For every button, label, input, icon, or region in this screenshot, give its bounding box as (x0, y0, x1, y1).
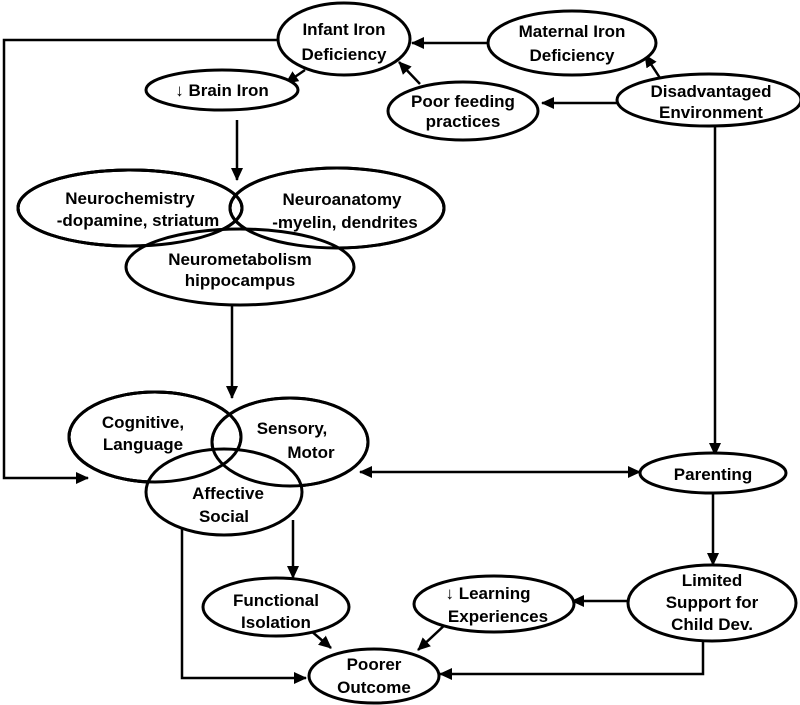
node-infant-iron-deficiency: Infant Iron Deficiency (276, 1, 412, 77)
functional-line-1: Functional (233, 591, 319, 610)
node-maternal-iron-deficiency: Maternal Iron Deficiency (486, 9, 658, 77)
maternal-iron-line-2: Deficiency (529, 46, 615, 65)
sensory-line-2: Motor (287, 443, 335, 462)
behavior-overlap-outlines (67, 390, 370, 488)
cognitive-line-2: Language (103, 435, 183, 454)
edges (2, 37, 721, 684)
poor-feeding-line-2: practices (426, 112, 501, 131)
affective-line-2: Social (199, 507, 249, 526)
infant-iron-line-2: Deficiency (301, 45, 387, 64)
neurometabolism-line-1: Neurometabolism (168, 250, 312, 269)
neuro-overlap-outlines (16, 166, 446, 250)
edge-feeding-to-infant (398, 61, 421, 85)
functional-line-2: Isolation (241, 613, 311, 632)
disadvantaged-line-2: Environment (659, 103, 763, 122)
cognitive-line-1: Cognitive, (102, 413, 184, 432)
affective-line-1: Affective (192, 484, 264, 503)
sensory-line-1: Sensory, (257, 419, 328, 438)
maternal-iron-line-1: Maternal Iron (519, 22, 626, 41)
node-learning-experiences: ↓ Learning Experiences (412, 574, 576, 634)
poor-feeding-line-1: Poor feeding (411, 92, 515, 111)
node-limited-support: Limited Support for Child Dev. (626, 563, 798, 643)
node-brain-iron: ↓ Brain Iron (144, 68, 300, 112)
node-poorer-outcome: Poorer Outcome (307, 647, 441, 705)
neuroanatomy-line-2: -myelin, dendrites (272, 213, 417, 232)
disadvantaged-line-1: Disadvantaged (651, 82, 772, 101)
neurometabolism-line-2: hippocampus (185, 271, 296, 290)
node-functional-isolation: Functional Isolation (201, 576, 351, 638)
node-disadvantaged-environment: Disadvantaged Environment (615, 72, 800, 128)
parenting-label: Parenting (674, 465, 752, 484)
poorer-line-1: Poorer (347, 655, 402, 674)
edge-support-to-outcome (439, 640, 705, 680)
limited-support-line-3: Child Dev. (671, 615, 753, 634)
limited-support-line-2: Support for (666, 593, 759, 612)
edge-infant-to-cognitive (2, 38, 278, 484)
node-affective-social (144, 447, 304, 537)
node-poor-feeding-practices: Poor feeding practices (386, 80, 540, 142)
neuroanatomy-line-1: Neuroanatomy (282, 190, 402, 209)
neurochemistry-line-2: -dopamine, striatum (57, 211, 219, 230)
limited-support-line-1: Limited (682, 571, 742, 590)
learning-line-2: Experiences (448, 607, 548, 626)
node-parenting: Parenting (638, 451, 788, 495)
learning-line-1: ↓ Learning (445, 584, 530, 603)
edge-behavior-to-outcome (180, 528, 307, 684)
infant-iron-line-1: Infant Iron (302, 20, 385, 39)
node-neurometabolism (124, 227, 356, 307)
neurochemistry-line-1: Neurochemistry (65, 189, 195, 208)
poorer-line-2: Outcome (337, 678, 411, 697)
brain-iron-label: ↓ Brain Iron (175, 81, 269, 100)
